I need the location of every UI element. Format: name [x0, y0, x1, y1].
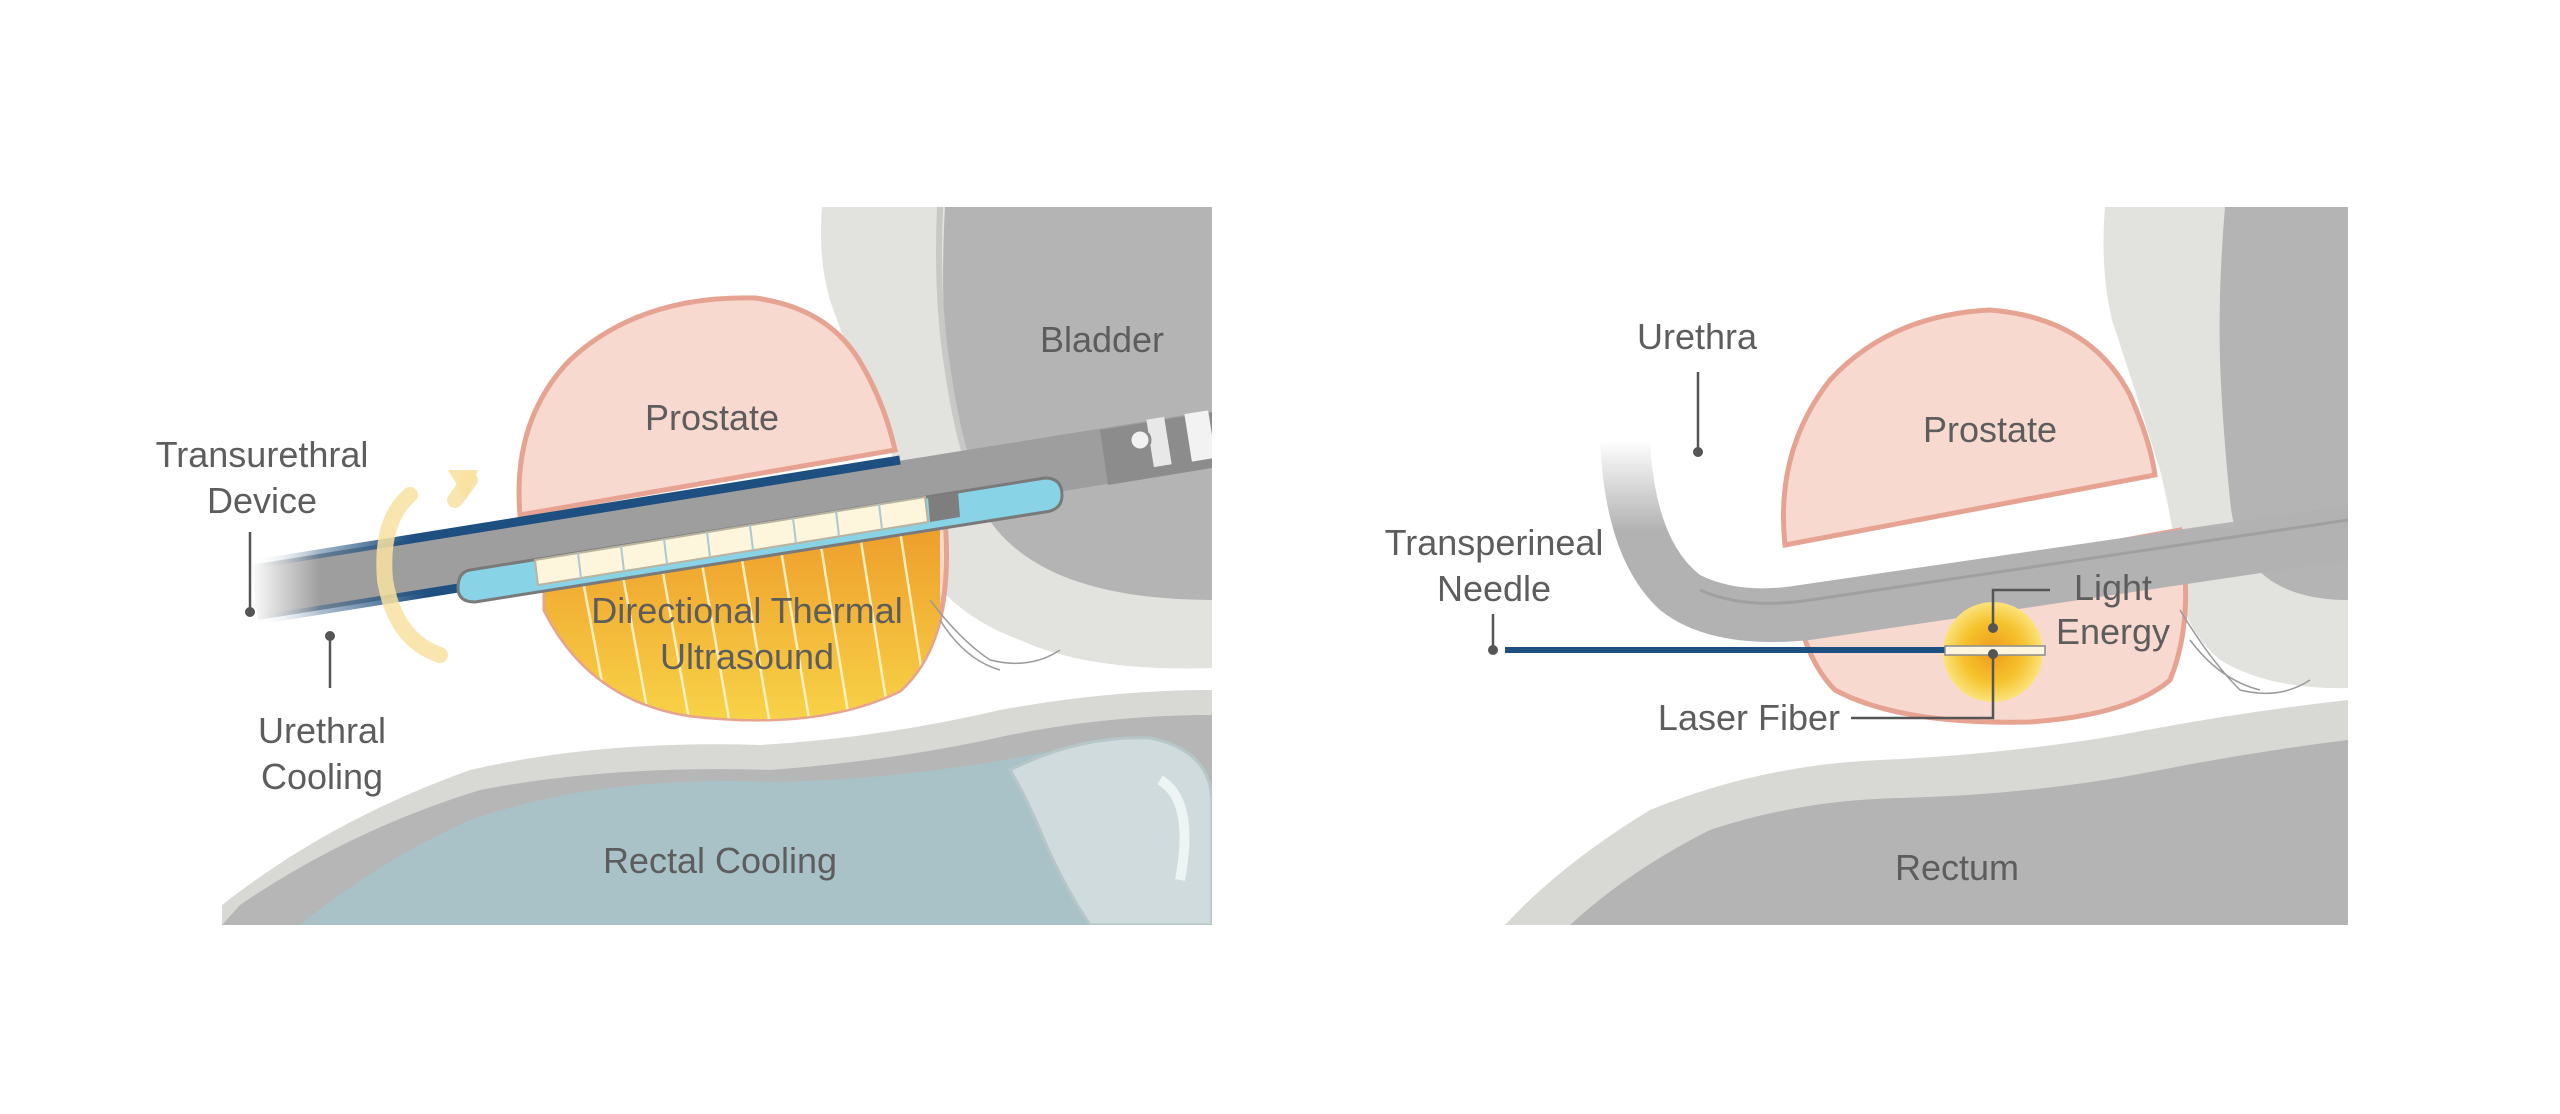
left-diagram: [222, 207, 1212, 925]
ultrasound-zone: [545, 530, 940, 720]
rectal-cooling-balloon: [300, 745, 1100, 925]
rectum: [1570, 740, 2348, 925]
label-light-energy-line1: Light: [2074, 567, 2152, 608]
label-urethra: Urethra: [1637, 316, 1758, 357]
label-transurethral-line1: Transurethral: [156, 434, 369, 475]
label-directional-line2: Ultrasound: [660, 636, 834, 677]
tissue-wisps: [929, 599, 1061, 671]
tissue-wisps-right: [2179, 609, 2311, 695]
label-directional-line1: Directional Thermal: [591, 590, 902, 631]
label-prostate-right: Prostate: [1923, 409, 2057, 450]
label-transperineal-line2: Needle: [1437, 568, 1551, 609]
label-rectal-cooling: Rectal Cooling: [603, 840, 837, 881]
label-transurethral-line2: Device: [207, 480, 317, 521]
prostate-upper-lobe: [516, 295, 899, 518]
label-urethral-cooling-line2: Cooling: [261, 756, 383, 797]
prostate-upper-lobe-right: [1780, 307, 2158, 548]
transducer-element-dividers: [577, 503, 883, 579]
label-rectum: Rectum: [1895, 847, 2019, 888]
left-leaders: [245, 532, 335, 688]
label-laser-fiber: Laser Fiber: [1658, 697, 1840, 738]
label-prostate-left: Prostate: [645, 397, 779, 438]
label-light-energy-line2: Energy: [2056, 611, 2170, 652]
transducer-array: [533, 495, 930, 587]
right-leaders: [1488, 372, 2050, 720]
label-transperineal-line1: Transperineal: [1385, 522, 1604, 563]
bladder-right: [2219, 207, 2348, 600]
right-diagram: [1505, 207, 2348, 925]
label-bladder: Bladder: [1040, 319, 1164, 360]
rectal-probe-detail: [1157, 775, 1190, 881]
label-urethral-cooling-line1: Urethral: [258, 710, 386, 751]
urethra: [1600, 440, 2348, 642]
